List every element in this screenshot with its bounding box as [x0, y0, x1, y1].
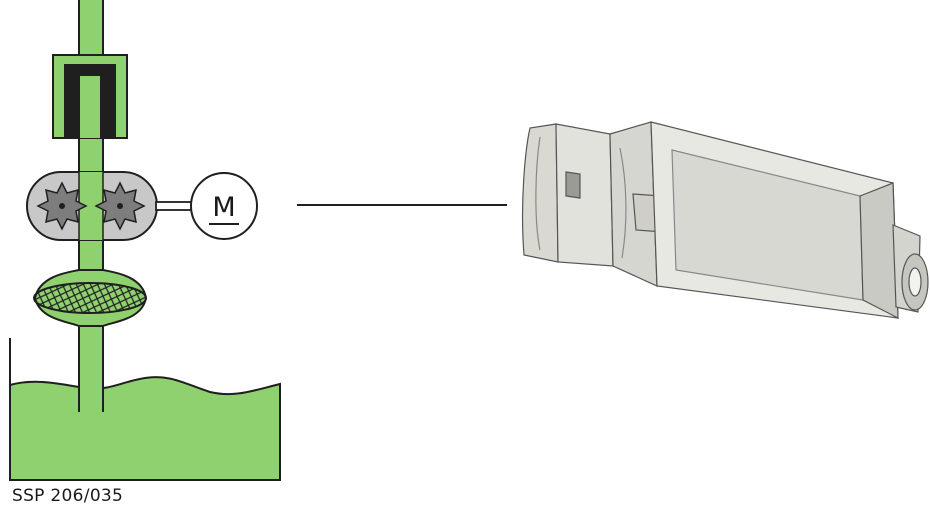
figure-caption: SSP 206/035: [12, 486, 124, 506]
motor-label: M: [212, 192, 235, 223]
fuel-pump-illustration: [521, 121, 929, 320]
pressure-regulator-icon: [52, 54, 128, 139]
gear-pump-icon: [26, 171, 195, 241]
fuel-level: [9, 376, 281, 481]
motor-icon: M: [190, 172, 258, 240]
fuel-filter-icon: [33, 269, 148, 327]
fuel-tank: [9, 338, 281, 481]
fuel-line-suction: [79, 318, 103, 408]
